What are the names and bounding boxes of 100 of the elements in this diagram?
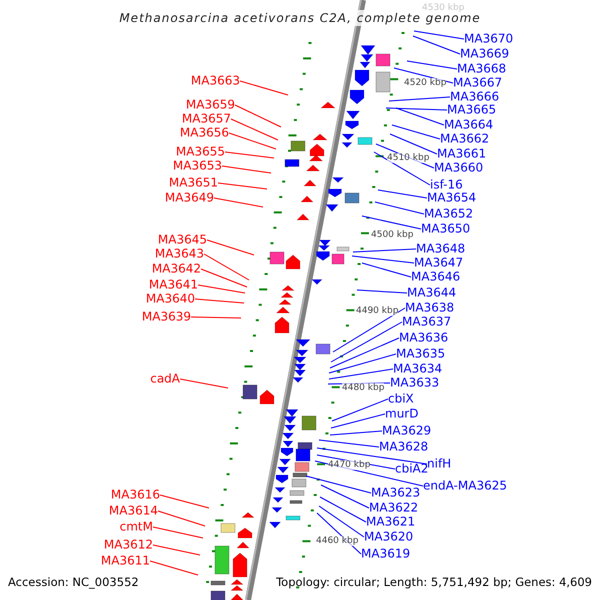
gene-label: cbiA2 [395,462,428,476]
leader-line [330,430,382,436]
gene-label: MA3641 [148,278,198,292]
gene-label: MA3642 [152,262,201,276]
leader-line [374,202,424,214]
leader-line [190,316,242,318]
gene-label: MA3649 [164,192,214,204]
leader-line [160,494,210,508]
leader-line [150,560,198,576]
gene-label: MA3619 [361,548,410,560]
gene-label: MA3628 [379,440,428,454]
gene-label: isf-16 [430,178,463,192]
gene-label: MA3622 [369,502,418,514]
gene-label: MA3668 [457,62,506,76]
leader-line [414,30,464,40]
leader-line [222,166,272,174]
gene-label: nifH [427,458,452,470]
scale-label: 4480 kbp [342,383,384,393]
leader-line [158,510,206,526]
gene-label: MA3623 [371,486,420,500]
gene-label: MA3665 [447,104,496,116]
leader-line [180,378,228,388]
leader-line [406,60,458,70]
gene-label: MA3633 [390,376,440,390]
leader-line [230,118,278,140]
leader-line [362,262,412,278]
gene-label: MA3660 [434,162,484,174]
leader-line [352,256,414,264]
leader-line [206,240,254,256]
leader-line [234,104,282,128]
leader-line [332,308,406,352]
gene-label: MA3657 [182,112,231,126]
leader-line [318,506,364,538]
gene-label: MA3652 [424,208,474,220]
gene-label: cmtM [120,520,153,534]
gene-label: MA3650 [421,222,470,236]
leader-line [390,134,438,154]
gene-label: MA3636 [399,332,448,344]
gene-label: MA3666 [450,90,500,104]
gene-label: endA-MA3625 [423,480,507,492]
leader-line [386,108,448,110]
leader-line [328,354,396,374]
leader-line [330,414,386,428]
scale-label: 4510 kbp [387,153,430,163]
leader-line [330,322,402,362]
gene-label: MA3634 [393,362,442,376]
gene-label: MA3629 [382,424,432,438]
gene-label: MA3643 [154,248,204,260]
gene-label: MA3654 [427,192,476,204]
leader-line [316,448,428,464]
leader-line [194,298,244,304]
gene-label: MA3646 [411,270,460,284]
leader-line [378,190,428,198]
leader-line [318,440,380,448]
leader-line [306,476,372,494]
leader-line [328,368,394,380]
leader-line [198,284,246,294]
leader-line [332,398,388,422]
gene-label: murD [385,408,418,420]
gene-label: MA3637 [402,316,452,328]
gene-label: MA3638 [405,302,454,314]
leader-line [320,484,370,508]
leader-line [152,544,200,556]
leader-line [330,338,400,368]
gene-label: MA3647 [414,256,464,270]
gene-label: MA3611 [100,554,150,568]
leader-line [224,152,274,158]
leader-line [388,96,450,102]
scale-label: 4490 kbp [356,306,398,316]
scale-label: 4460 kbp [316,536,358,546]
gene-label: cadA [150,372,180,386]
leader-line [240,80,288,96]
gene-label: MA3616 [110,488,160,502]
scale-label: 4500 kbp [371,230,414,240]
gene-label: MA3621 [366,516,416,528]
scale-label: 4520 kbp [404,78,446,88]
gene-label: MA3669 [460,48,510,60]
leader-line [412,36,460,54]
leader-line [200,268,248,288]
gene-label: MA3655 [176,146,225,158]
leader-line [218,182,268,190]
leader-line [362,216,422,230]
gene-label: MA3662 [440,132,490,146]
leader-line [204,254,250,280]
leader-line [374,152,430,186]
gene-label: MA3639 [142,310,191,324]
genome-summary-text: Topology: circular; Length: 5,751,492 bp; Genes: 4,609 [276,575,592,589]
gene-label: MA3645 [158,234,207,246]
gene-label: MA3653 [172,160,222,172]
leader-line [228,132,276,150]
gene-label: MA3640 [146,292,195,306]
gene-label: MA3644 [407,286,456,300]
gene-label: MA3664 [444,118,494,132]
leader-line [392,124,440,140]
accession-text: Accession: NC_003552 [8,575,139,589]
leader-line [352,248,416,252]
gene-label: MA3651 [168,176,218,190]
gene-label: MA3620 [364,530,414,544]
leader-line [396,108,444,126]
leader-line [152,526,204,538]
